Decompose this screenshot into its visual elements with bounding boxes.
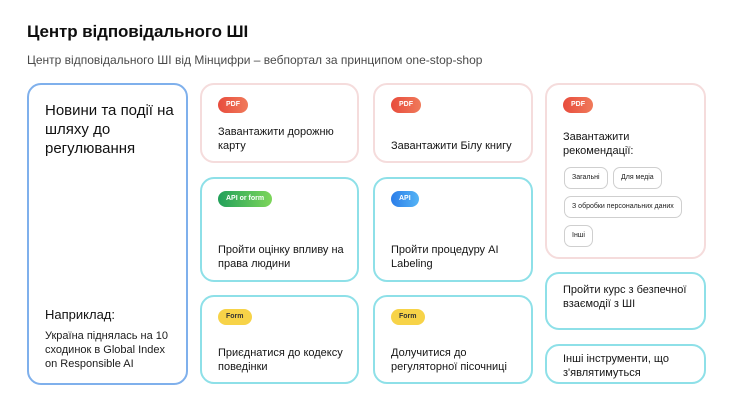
human-rights-assessment-card[interactable]: API or form Пройти оцінку впливу на прав…	[200, 177, 359, 282]
news-example-text: Україна піднялась на 10 сходинок в Globa…	[45, 330, 169, 370]
pdf-badge: PDF	[391, 97, 421, 113]
download-recommendations-label: Завантажити рекомендації:	[563, 131, 634, 157]
chip-personal-data[interactable]: З обробки персональних даних	[564, 196, 682, 218]
pdf-badge: PDF	[563, 97, 593, 113]
news-card-title: Новини та події на шляху до регулювання	[45, 102, 174, 157]
safe-ai-course-card[interactable]: Пройти курс з безпечної взаємодії з ШІ	[545, 272, 706, 330]
pdf-badge: PDF	[218, 97, 248, 113]
chip-for-media[interactable]: Для медіа	[613, 167, 662, 189]
api-or-form-badge: API or form	[218, 191, 273, 207]
chip-general[interactable]: Загальні	[564, 167, 608, 189]
code-of-conduct-label: Приєднатися до кодексу поведінки	[218, 347, 343, 373]
other-tools-card[interactable]: Інші інструменти, що з'являтимуться	[545, 344, 706, 384]
safe-ai-course-label: Пройти курс з безпечної взаємодії з ШІ	[563, 284, 687, 310]
regulatory-sandbox-label: Долучитися до регуляторної пісочниці	[391, 347, 507, 373]
page-subtitle: Центр відповідального ШІ від Мінцифри – …	[27, 53, 483, 67]
page-title: Центр відповідального ШІ	[27, 22, 249, 41]
ai-labeling-card[interactable]: API Пройти процедуру AI Labeling	[373, 177, 533, 282]
download-white-book-card[interactable]: PDF Завантажити Білу книгу	[373, 83, 533, 163]
download-roadmap-label: Завантажити дорожню карту	[218, 126, 334, 152]
form-badge: Form	[391, 309, 425, 325]
news-example-label: Наприклад:	[45, 307, 115, 322]
download-roadmap-card[interactable]: PDF Завантажити дорожню карту	[200, 83, 359, 163]
form-badge: Form	[218, 309, 252, 325]
chip-other[interactable]: Інші	[564, 225, 593, 247]
download-recommendations-card[interactable]: PDF Завантажити рекомендації: Загальні Д…	[545, 83, 706, 259]
ai-labeling-label: Пройти процедуру AI Labeling	[391, 244, 499, 270]
human-rights-assessment-label: Пройти оцінку впливу на права людини	[218, 244, 344, 270]
code-of-conduct-card[interactable]: Form Приєднатися до кодексу поведінки	[200, 295, 359, 384]
news-card[interactable]: Новини та події на шляху до регулювання …	[27, 83, 188, 385]
regulatory-sandbox-card[interactable]: Form Долучитися до регуляторної пісочниц…	[373, 295, 533, 384]
api-badge: API	[391, 191, 419, 207]
other-tools-label: Інші інструменти, що з'являтимуться	[563, 353, 669, 379]
download-white-book-label: Завантажити Білу книгу	[391, 140, 512, 152]
